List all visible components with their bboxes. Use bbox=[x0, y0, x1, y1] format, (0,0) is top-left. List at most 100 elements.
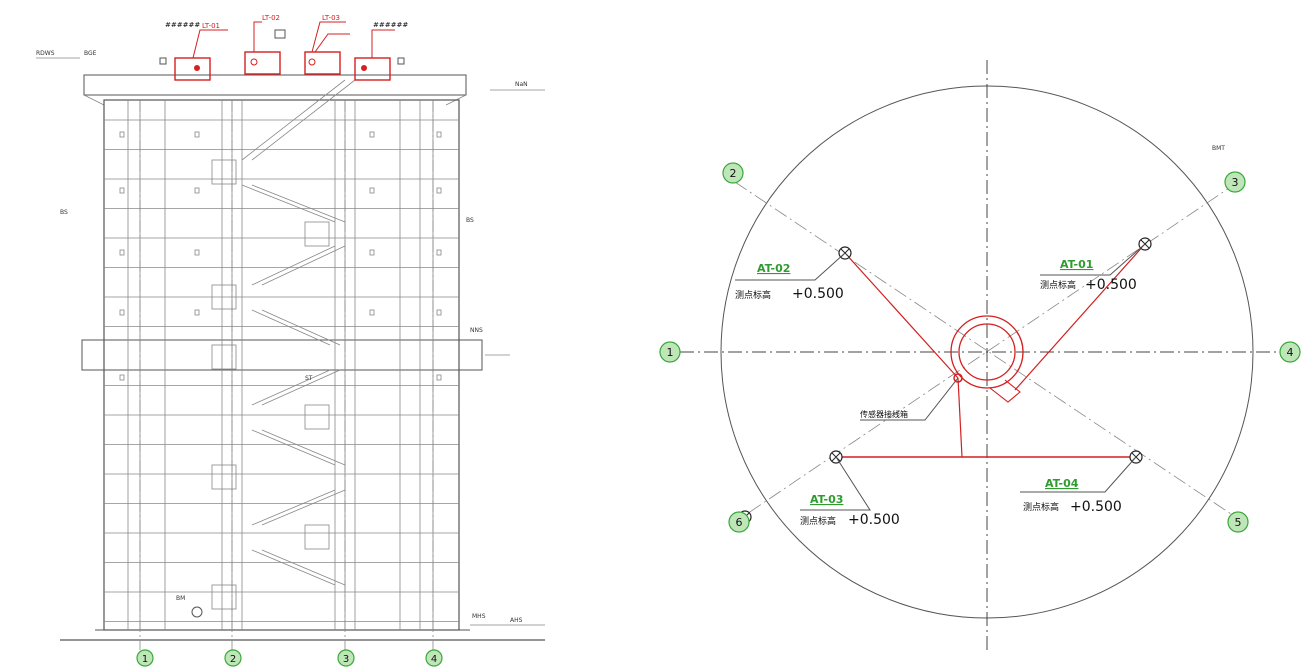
sensor-box-4 bbox=[354, 57, 391, 81]
grid-label-4: 4 bbox=[431, 654, 437, 665]
note-tr: ###### bbox=[373, 21, 408, 29]
sensor-dot-icon bbox=[308, 58, 316, 66]
roof-slab bbox=[83, 74, 467, 96]
note-mid-band: NNS bbox=[470, 327, 483, 334]
point-level-at01: +0.500 bbox=[1085, 277, 1137, 293]
axis-line-3-6 bbox=[737, 181, 1239, 521]
stair-flight bbox=[251, 184, 346, 223]
stair-flight bbox=[241, 184, 336, 223]
point-tag-at04: AT-04 bbox=[1045, 477, 1079, 490]
column-lines bbox=[127, 100, 434, 630]
note-tl: ###### bbox=[165, 21, 200, 29]
window-mark bbox=[119, 249, 125, 256]
window-mark bbox=[194, 187, 200, 194]
note-mid-left: BS bbox=[60, 209, 68, 216]
axis-label-4: 4 bbox=[1287, 346, 1294, 359]
building-outline bbox=[103, 99, 460, 631]
stair-flight bbox=[251, 549, 336, 586]
axis-bubble-5 bbox=[1227, 511, 1249, 533]
window-mark bbox=[119, 374, 125, 381]
grid-bubble-1 bbox=[136, 649, 154, 667]
window-mark bbox=[194, 131, 200, 138]
sensor-tag-3: LT-03 bbox=[322, 14, 340, 22]
window-mark bbox=[119, 187, 125, 194]
stair-flight bbox=[261, 309, 341, 346]
elevation-grid-axes: 1 2 3 4 bbox=[136, 100, 443, 667]
note-stair: ST bbox=[305, 375, 313, 382]
stair-flight bbox=[251, 489, 336, 526]
plan-axis-bubbles: 1 2 3 4 5 6 bbox=[659, 162, 1301, 533]
stair-flight bbox=[251, 369, 331, 406]
sensor-tag-2: LT-02 bbox=[262, 14, 280, 22]
stair-landing bbox=[211, 584, 237, 610]
grid-label-2: 2 bbox=[230, 654, 236, 665]
stair-flight bbox=[261, 369, 341, 406]
point-level-at02: +0.500 bbox=[792, 286, 844, 302]
grid-bubble-2 bbox=[224, 649, 242, 667]
axis-line-2-5 bbox=[734, 181, 1241, 521]
axis-bubble-6 bbox=[728, 511, 750, 533]
stair-flight bbox=[261, 429, 346, 466]
axis-bubble-4 bbox=[1279, 341, 1301, 363]
stair-landing bbox=[211, 284, 237, 310]
window-mark bbox=[369, 187, 375, 194]
sensor-dot-icon bbox=[194, 65, 200, 71]
point-tag-at01: AT-01 bbox=[1060, 258, 1093, 271]
stair-flight bbox=[261, 549, 346, 586]
note-top-right: BMT bbox=[1212, 145, 1225, 152]
axis-label-5: 5 bbox=[1235, 516, 1242, 529]
mid-platform bbox=[81, 339, 483, 371]
note-bottom-right: MHS bbox=[472, 613, 486, 620]
window-mark bbox=[119, 131, 125, 138]
stair-landing bbox=[211, 159, 237, 185]
axis-bubble-3 bbox=[1224, 171, 1246, 193]
axis-label-2: 2 bbox=[730, 167, 737, 180]
window-mark bbox=[436, 309, 442, 316]
point-level-at04: +0.500 bbox=[1070, 499, 1122, 515]
stair-landing bbox=[304, 404, 330, 430]
sensor-box-3 bbox=[304, 51, 341, 75]
point-prefix-at01: 测点标高 bbox=[1040, 279, 1076, 291]
grid-label-3: 3 bbox=[343, 654, 349, 665]
center-ring-outer bbox=[950, 315, 1024, 389]
stair-flight bbox=[241, 79, 346, 161]
stair-flight bbox=[251, 429, 336, 466]
grid-label-1: 1 bbox=[142, 654, 148, 665]
window-mark bbox=[436, 187, 442, 194]
stair-flight bbox=[251, 79, 356, 161]
note-top-left-2: BGE bbox=[84, 50, 97, 57]
note-right-upper: NaN bbox=[515, 81, 528, 88]
sensor-tag-1: LT-01 bbox=[202, 22, 220, 30]
sensor-dot-icon bbox=[250, 58, 258, 66]
center-label: 传感器接线箱 bbox=[860, 409, 908, 419]
point-prefix-at02: 测点标高 bbox=[735, 289, 771, 301]
window-mark bbox=[436, 249, 442, 256]
note-bottom-left: BM bbox=[176, 595, 185, 602]
stair-landing bbox=[211, 464, 237, 490]
point-tag-at03: AT-03 bbox=[810, 493, 843, 506]
grid-bubble-4 bbox=[425, 649, 443, 667]
center-ring-inner bbox=[958, 323, 1016, 381]
point-prefix-at04: 测点标高 bbox=[1023, 501, 1059, 513]
window-mark bbox=[369, 309, 375, 316]
window-mark bbox=[369, 131, 375, 138]
plan-drawing: AT-02 测点标高 +0.500 AT-01 测点标高 +0.500 AT-0… bbox=[659, 60, 1301, 650]
axis-bubble-2 bbox=[722, 162, 744, 184]
sensor-box-2 bbox=[244, 51, 281, 75]
axis-label-6: 6 bbox=[736, 516, 743, 529]
stair-flight bbox=[261, 245, 346, 286]
stair-landing bbox=[304, 524, 330, 550]
note-top-left: RDWS bbox=[36, 50, 55, 57]
window-mark bbox=[436, 131, 442, 138]
note-bottom-right-2: AHS bbox=[510, 617, 523, 624]
window-mark bbox=[369, 249, 375, 256]
stair-flight bbox=[251, 245, 336, 286]
stair-flight bbox=[251, 309, 331, 346]
note-mid-right: BS bbox=[466, 217, 474, 224]
window-marks bbox=[119, 131, 442, 381]
stair-landing bbox=[304, 221, 330, 247]
sensor-box-1 bbox=[174, 57, 211, 81]
sensor-dot-icon bbox=[361, 65, 367, 71]
window-mark bbox=[194, 249, 200, 256]
